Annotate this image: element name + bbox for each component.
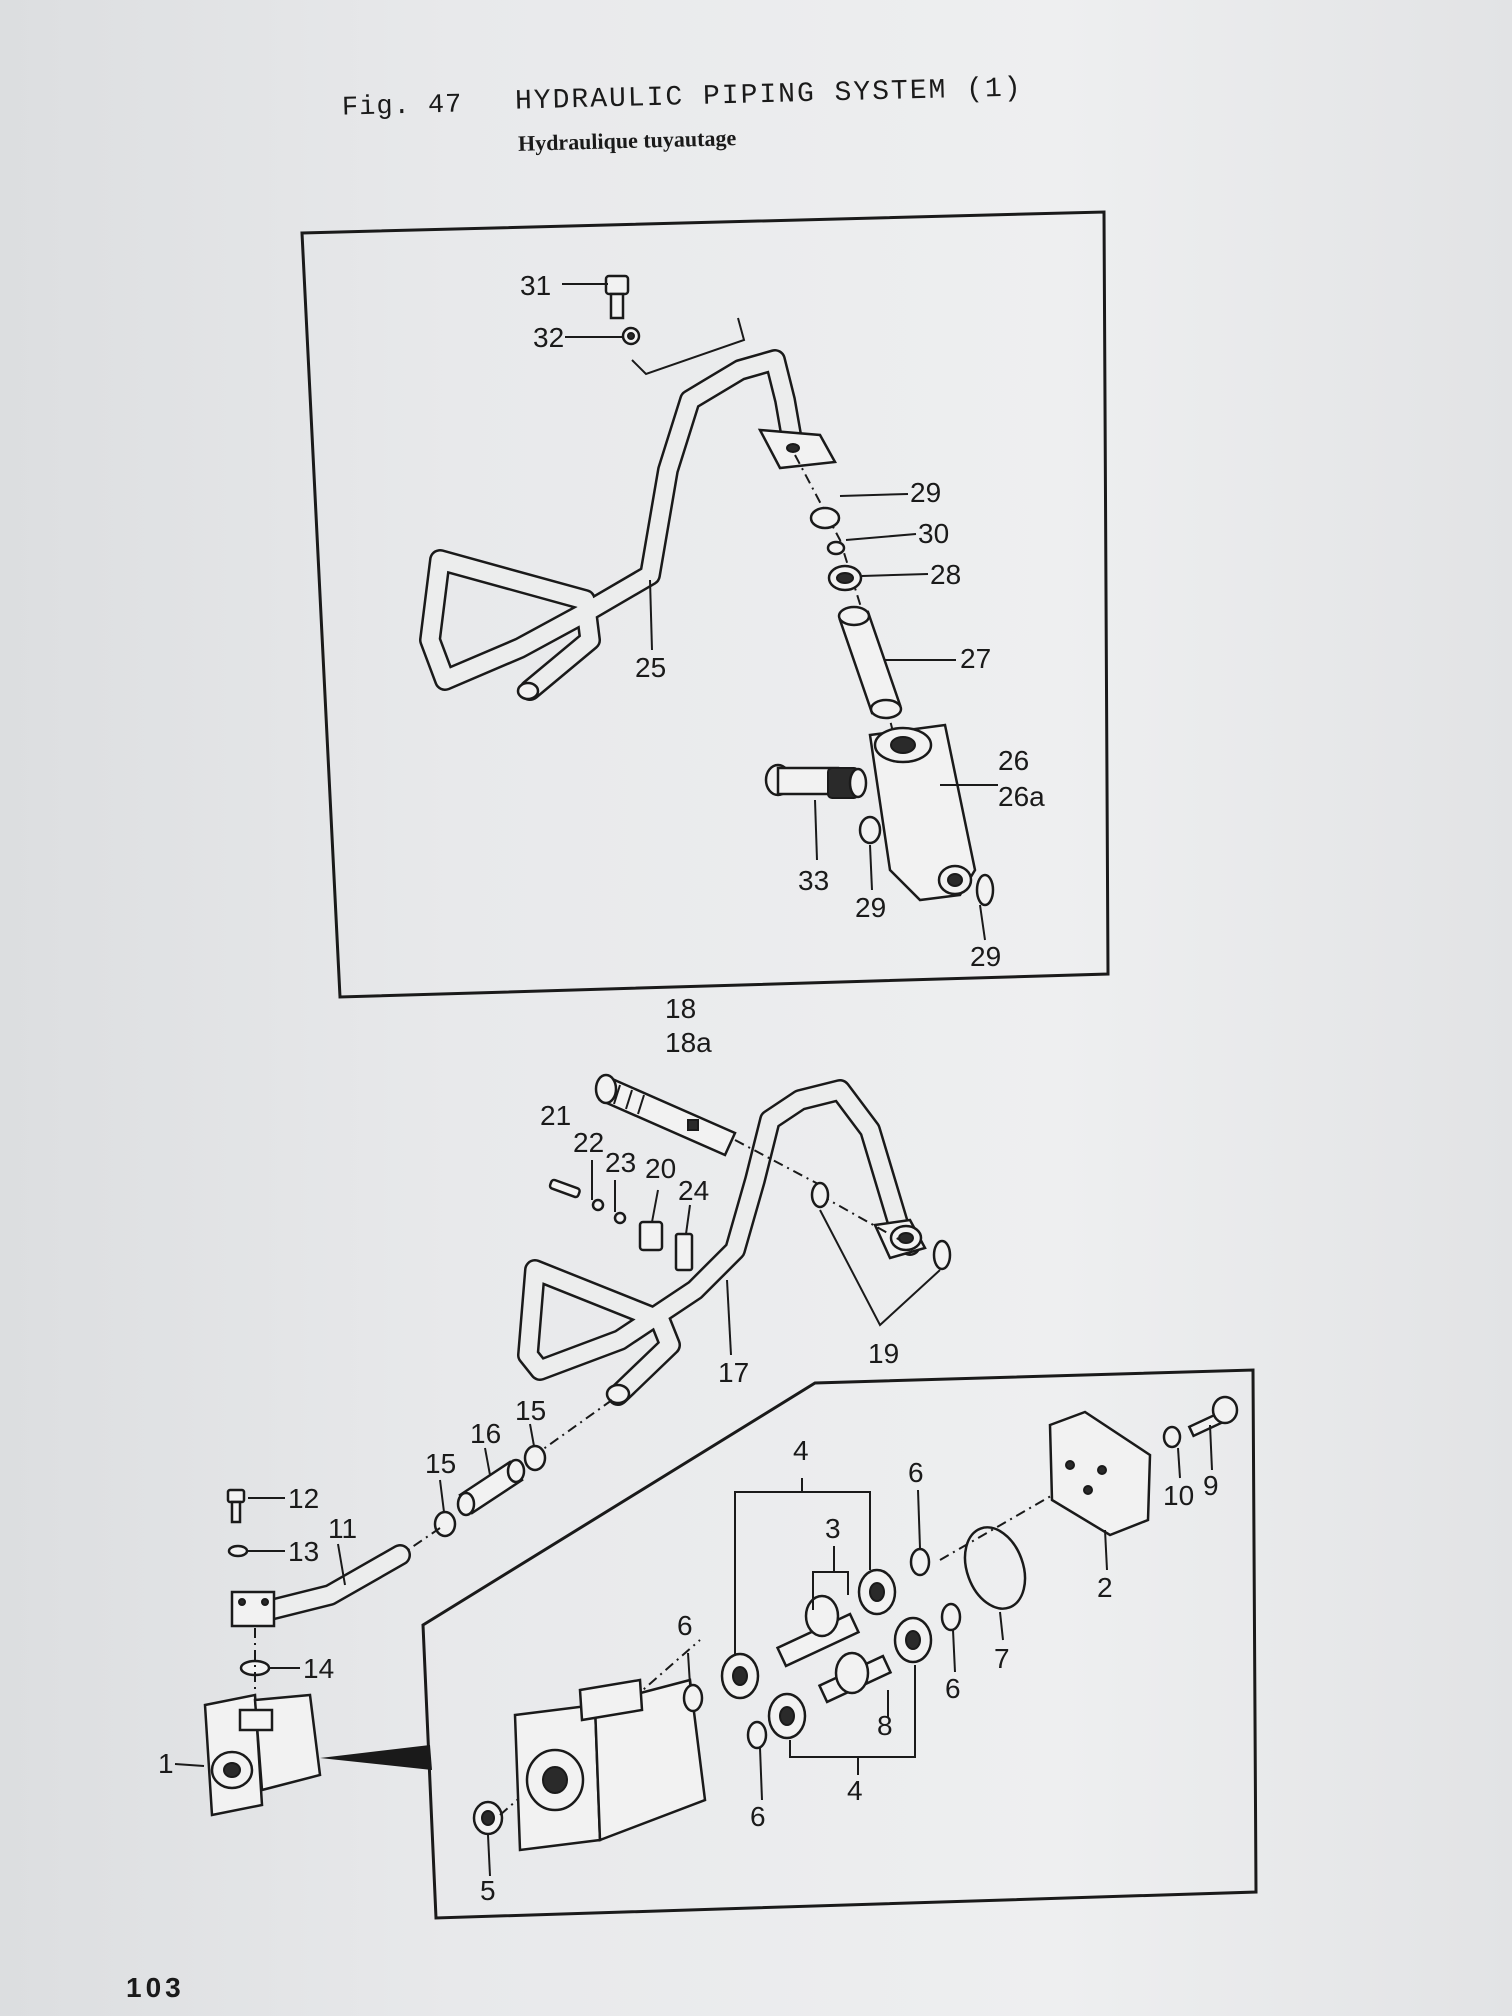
page-number: 103	[126, 1972, 185, 2003]
callout-18: 18	[665, 993, 696, 1024]
callout-2: 2	[1097, 1572, 1113, 1603]
washer-30	[826, 540, 846, 556]
callout-16: 16	[470, 1418, 501, 1449]
seal-6-c	[746, 1720, 768, 1750]
axis-cover	[939, 1484, 1071, 1561]
callout-31: 31	[520, 270, 551, 301]
callout-24: 24	[678, 1175, 709, 1206]
callout-8: 8	[877, 1710, 893, 1741]
pump-exploded-arrow	[320, 1745, 432, 1770]
leaders-upper	[562, 283, 998, 941]
callout-6-bottom: 6	[750, 1801, 766, 1832]
seal-5	[472, 1800, 504, 1836]
washer-32	[621, 326, 641, 346]
callout-4-bottom: 4	[847, 1775, 863, 1806]
callout-30: 30	[918, 518, 949, 549]
leader-31-32	[631, 317, 746, 376]
pipe-17	[517, 1079, 927, 1406]
callout-32: 32	[533, 322, 564, 353]
o-ring-7	[963, 1526, 1027, 1610]
callout-21: 21	[540, 1100, 571, 1131]
callout-4-top: 4	[793, 1435, 809, 1466]
pipe-11	[230, 1544, 411, 1628]
fitting-28	[827, 564, 863, 592]
callout-1: 1	[158, 1748, 174, 1779]
gear-8	[817, 1651, 893, 1704]
callout-13: 13	[288, 1536, 319, 1567]
callout-12: 12	[288, 1483, 319, 1514]
callout-14: 14	[303, 1653, 334, 1684]
clamp-15-lower	[433, 1510, 457, 1538]
clamp-parts-20-24	[548, 1160, 694, 1272]
upper-inset-frame	[300, 210, 1110, 999]
leader-17	[726, 1279, 732, 1356]
callout-9: 9	[1203, 1470, 1219, 1501]
lower-inset-frame	[421, 1368, 1258, 1920]
o-ring-29-bottom	[975, 873, 995, 907]
callout-3: 3	[825, 1513, 841, 1544]
pump-housing	[513, 1678, 707, 1852]
leaders-middle	[174, 1423, 535, 1767]
pump-1	[203, 1693, 322, 1817]
callout-19: 19	[868, 1338, 899, 1369]
o-ring-19-left	[810, 1181, 830, 1209]
callout-6-left: 6	[677, 1610, 693, 1641]
bolt-12	[226, 1488, 246, 1524]
axis-hose	[527, 1399, 613, 1461]
washer-13	[227, 1544, 249, 1558]
callout-25: 25	[635, 652, 666, 683]
seal-6-d	[940, 1602, 962, 1632]
leader-19	[819, 1209, 941, 1327]
callout-15-lower: 15	[425, 1448, 456, 1479]
callout-5: 5	[480, 1875, 496, 1906]
o-ring-19-right	[932, 1239, 952, 1271]
callout-7: 7	[994, 1643, 1010, 1674]
callout-33: 33	[798, 865, 829, 896]
callout-6-right: 6	[945, 1673, 961, 1704]
tube-27	[837, 605, 903, 720]
callout-26: 26	[998, 745, 1029, 776]
callout-11: 11	[328, 1513, 357, 1544]
cover-2	[1048, 1410, 1152, 1537]
callout-28: 28	[930, 559, 961, 590]
bearing-4-b	[857, 1568, 897, 1616]
callout-26a: 26a	[998, 781, 1045, 812]
bolt-9	[1187, 1395, 1239, 1438]
bearing-4-c	[767, 1692, 807, 1740]
bearing-4-a	[720, 1652, 760, 1700]
pipe-25	[419, 349, 838, 701]
o-ring-29-mid	[858, 815, 882, 845]
bearing-4-d	[893, 1616, 933, 1664]
valve-33	[764, 763, 868, 799]
leaders-lower	[487, 1424, 1213, 1877]
block-26	[868, 723, 977, 902]
callout-20: 20	[645, 1153, 676, 1184]
callout-29-mid: 29	[855, 892, 886, 923]
washer-10	[1162, 1425, 1182, 1449]
seal-6-a	[682, 1683, 704, 1713]
callout-18a: 18a	[665, 1027, 712, 1058]
axis-18-line	[734, 1139, 821, 1186]
callout-15-upper: 15	[515, 1395, 546, 1426]
callout-22: 22	[573, 1127, 604, 1158]
callout-29-bottom: 29	[970, 941, 1001, 972]
callout-27: 27	[960, 643, 991, 674]
callout-29-top: 29	[910, 477, 941, 508]
o-ring-29-top	[809, 506, 841, 530]
callout-10: 10	[1163, 1480, 1194, 1511]
callout-23: 23	[605, 1147, 636, 1178]
axis-pipe-11	[404, 1527, 441, 1553]
clamp-15-upper	[523, 1444, 547, 1472]
seal-6-b	[909, 1547, 931, 1577]
banjo-bolt-18	[594, 1073, 737, 1157]
callout-6-top: 6	[908, 1457, 924, 1488]
axis-19-line	[819, 1194, 901, 1241]
hose-16	[456, 1458, 526, 1517]
callout-17: 17	[718, 1357, 749, 1388]
bolt-31	[604, 274, 630, 320]
